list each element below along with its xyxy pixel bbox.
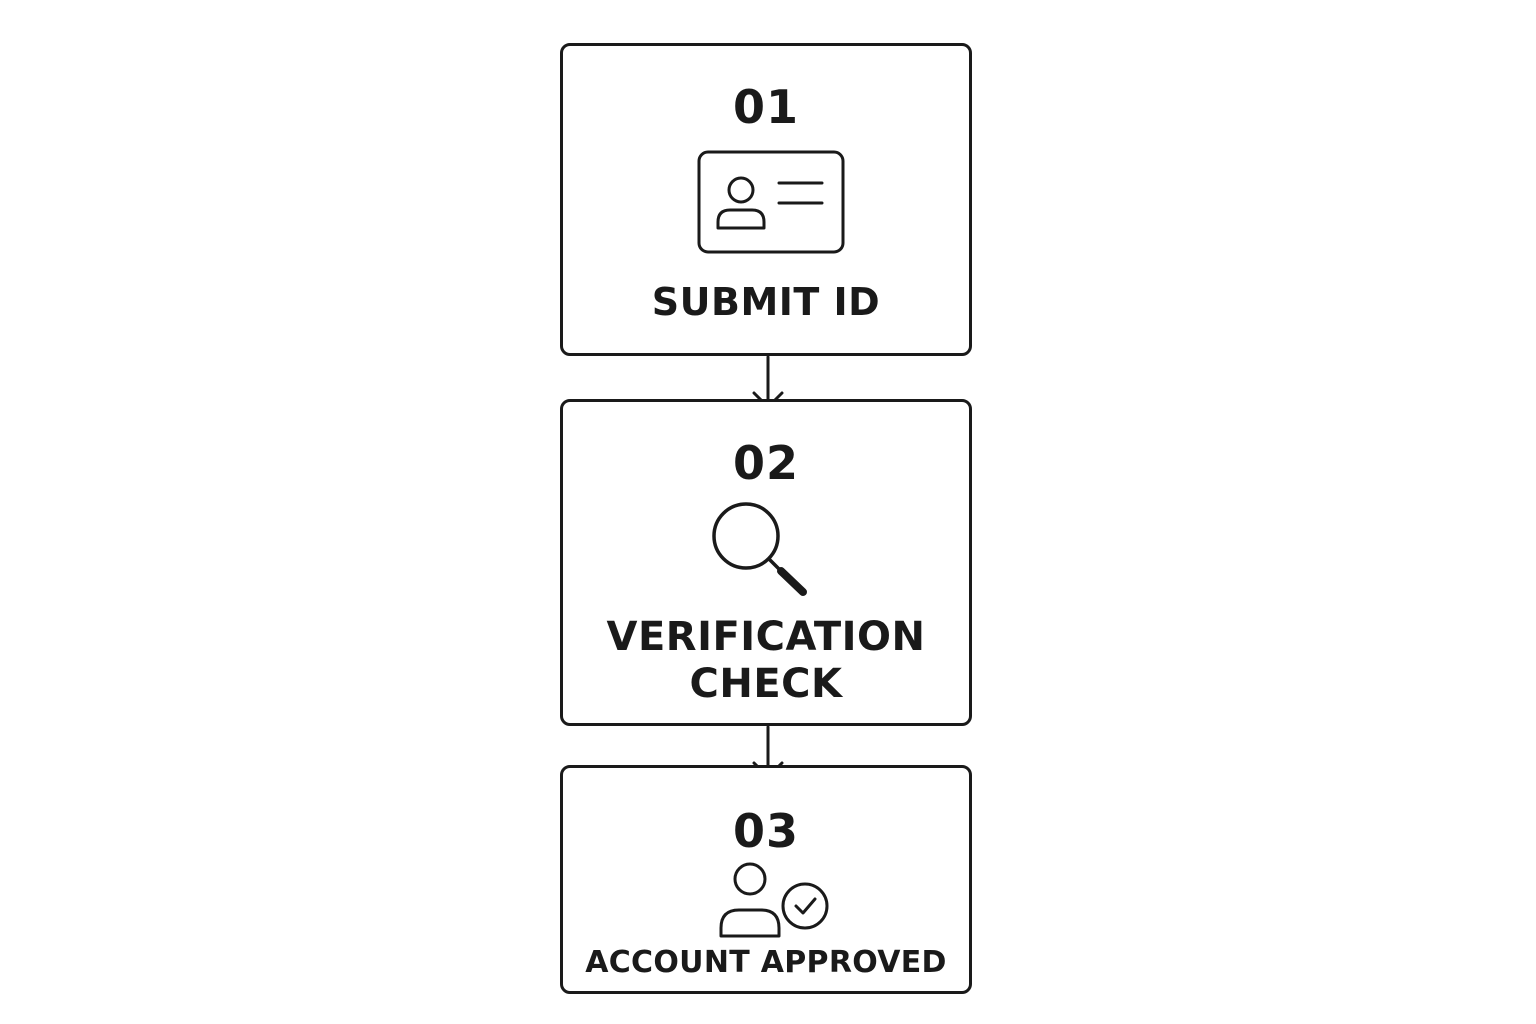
step-3-box: 03 ACCOUNT APPROVED [560,765,972,994]
magnifier-icon [712,502,807,596]
step-1-label-line-1: SUBMIT ID [651,280,881,324]
step-1-label: SUBMIT ID [563,283,969,321]
step-2-label: VERIFICATION CHECK [563,614,969,708]
step-3-number: 03 [732,804,799,858]
id-card-icon [697,150,845,254]
step-2-number: 02 [732,436,799,490]
user-check-icon [719,862,829,938]
step-2-box: 02 VERIFICATION CHECK [560,399,972,726]
step-1-box: 01 SUBMIT ID [560,43,972,356]
step-3-label-line-1: ACCOUNT APPROVED [585,945,947,980]
step-2-label-line-2: CHECK [689,661,843,707]
step-3-label: ACCOUNT APPROVED [563,948,969,978]
step-1-number: 01 [732,80,799,134]
step-2-label-line-1: VERIFICATION [606,614,926,660]
